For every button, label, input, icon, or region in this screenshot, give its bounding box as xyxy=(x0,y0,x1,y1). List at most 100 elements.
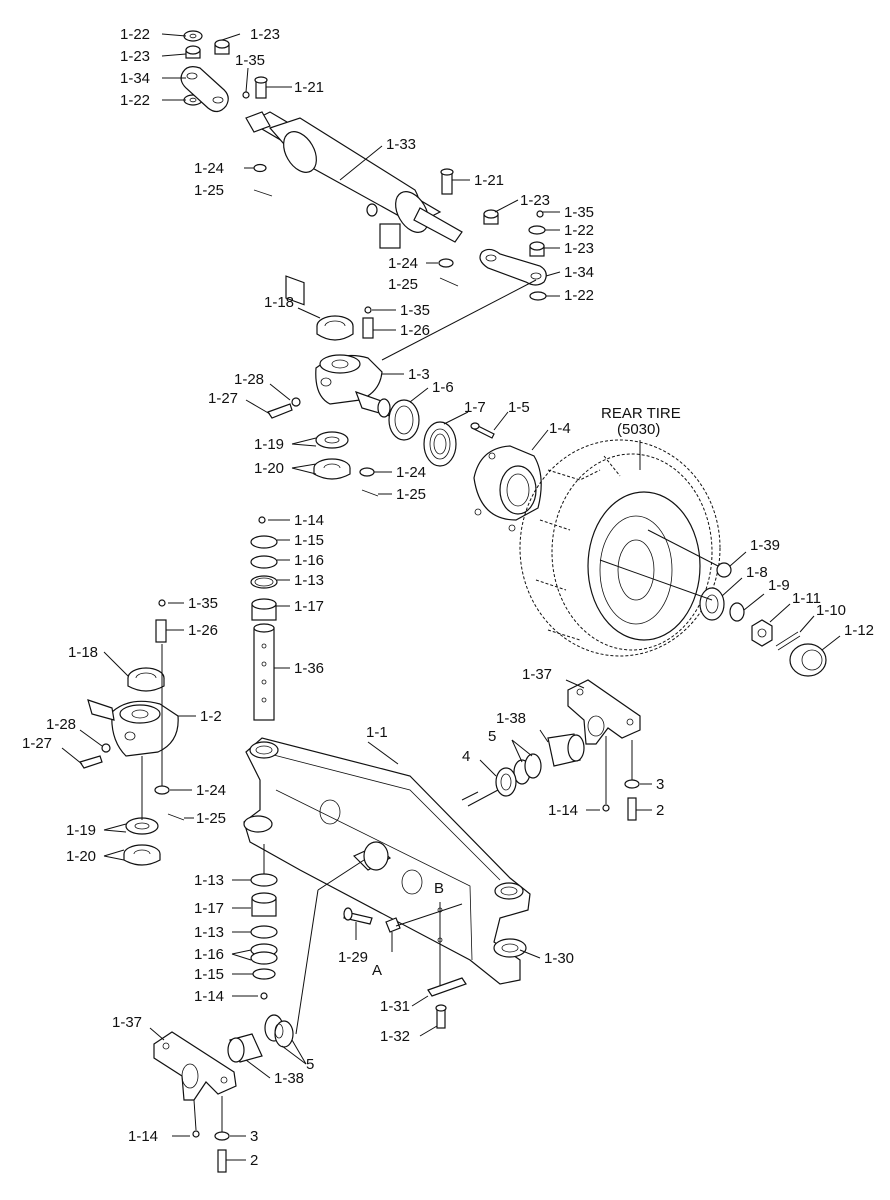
callout-1-29: 1-29 xyxy=(338,949,368,966)
callout-1-13: 1-13 xyxy=(194,924,224,941)
callout-1-28: 1-28 xyxy=(234,371,264,388)
right-knuckle-hub-group xyxy=(245,279,549,532)
castle-nut-part xyxy=(751,619,773,647)
washer-part xyxy=(729,602,745,622)
callout-1-33: 1-33 xyxy=(386,136,416,153)
callout-1-23: 1-23 xyxy=(120,48,150,65)
callout-1-18: 1-18 xyxy=(68,644,98,661)
callout-1-25: 1-25 xyxy=(194,182,224,199)
callout-1-8: 1-8 xyxy=(746,564,768,581)
callout-1-14: 1-14 xyxy=(294,512,324,529)
washer-part xyxy=(495,767,517,797)
rear-tire-part xyxy=(519,439,721,657)
axle-beam-group xyxy=(231,679,652,1037)
callout-1-34: 1-34 xyxy=(564,264,594,281)
wheel-rim-part xyxy=(587,491,701,641)
kingpin-part xyxy=(362,317,374,339)
callout-1-37: 1-37 xyxy=(112,1014,142,1031)
callout-1-31: 1-31 xyxy=(380,998,410,1015)
callout-1-21: 1-21 xyxy=(474,172,504,189)
callout-1-20: 1-20 xyxy=(254,460,284,477)
left-knuckle-group xyxy=(61,599,196,866)
callout-1-24: 1-24 xyxy=(196,782,226,799)
callout-1-14: 1-14 xyxy=(194,988,224,1005)
callout-1-23: 1-23 xyxy=(520,192,550,209)
callout-1-21: 1-21 xyxy=(294,79,324,96)
thrust-washer-part xyxy=(125,817,159,835)
cotter-pin-part xyxy=(775,631,801,651)
callout-1-25: 1-25 xyxy=(196,810,226,827)
tire-label-line1: REAR TIRE xyxy=(601,405,681,422)
stopper-plate-part xyxy=(427,977,467,997)
mounting-bracket-part xyxy=(567,679,641,745)
bearing-part xyxy=(423,421,457,467)
washer-part xyxy=(183,30,203,42)
tie-rod-arm-part xyxy=(479,248,547,286)
callout-1-5: 1-5 xyxy=(508,399,530,416)
callout-1-35: 1-35 xyxy=(400,302,430,319)
callout-5: 5 xyxy=(306,1056,314,1073)
callout-1-35: 1-35 xyxy=(235,52,265,69)
callout-1-27: 1-27 xyxy=(208,390,238,407)
callout-2: 2 xyxy=(250,1152,258,1169)
callout-1-1: 1-1 xyxy=(366,724,388,741)
callout-3: 3 xyxy=(656,776,664,793)
shim-part xyxy=(250,555,278,569)
callout-1-14: 1-14 xyxy=(128,1128,158,1145)
callout-1-23: 1-23 xyxy=(564,240,594,257)
oil-seal-part xyxy=(388,399,420,441)
callout-1-16: 1-16 xyxy=(294,552,324,569)
callout-A: 1-30 xyxy=(544,950,574,967)
callout-1-34: 1-34 xyxy=(120,70,150,87)
callout-1-38: 1-38 xyxy=(274,1070,304,1087)
callout-1-4: 1-4 xyxy=(549,420,571,437)
callout-1-32: 1-32 xyxy=(380,1028,410,1045)
kingpin-part xyxy=(155,619,167,643)
callout-5: 5 xyxy=(488,728,496,745)
bottom-bracket-group xyxy=(149,1014,307,1173)
snap-ring-part xyxy=(252,968,276,980)
callout-1-15: 1-15 xyxy=(194,966,224,983)
callout-1-36: 1-36 xyxy=(294,660,324,677)
callout-1-24: 1-24 xyxy=(388,255,418,272)
callout-1-28: 1-28 xyxy=(46,716,76,733)
callout-1-22: 1-22 xyxy=(564,287,594,304)
callout-1-13: 1-13 xyxy=(194,872,224,889)
callout-2: 2 xyxy=(656,802,664,819)
callout-1-6: 1-6 xyxy=(432,379,454,396)
callout-1-16: 1-16 xyxy=(194,946,224,963)
tie-rod-arm-part xyxy=(180,66,229,113)
callout-1-20: 1-20 xyxy=(66,848,96,865)
o-ring-part xyxy=(250,873,278,887)
callout-1-17: 1-17 xyxy=(194,900,224,917)
callout-1-26: 1-26 xyxy=(400,322,430,339)
callout-1-23: 1-23 xyxy=(250,26,280,43)
callout-1-35: 1-35 xyxy=(564,204,594,221)
callout-1-39: 1-39 xyxy=(750,537,780,554)
callout-1-15: 1-15 xyxy=(294,532,324,549)
thrust-washer-part xyxy=(315,431,349,449)
callout-1-19: 1-19 xyxy=(254,436,284,453)
callout-B: B xyxy=(434,880,444,897)
callout-1-24: 1-24 xyxy=(194,160,224,177)
callout-1-14: 1-14 xyxy=(548,802,578,819)
callout-1-10: 1-10 xyxy=(816,602,846,619)
callout-1-22: 1-22 xyxy=(120,92,150,109)
callout-3: 3 xyxy=(250,1128,258,1145)
callout-labels: 1-22 1-23 1-23 1-35 1-34 1-21 1-22 1-33 … xyxy=(22,26,874,1169)
callout-1-37: 1-37 xyxy=(522,666,552,683)
callout-1-9: 1-9 xyxy=(768,577,790,594)
callout-1-13: 1-13 xyxy=(294,572,324,589)
callout-1-17: 1-17 xyxy=(294,598,324,615)
hub-cap-part xyxy=(789,643,827,677)
steering-cylinder-group xyxy=(161,30,561,306)
callout-1-18: 1-18 xyxy=(264,294,294,311)
callout-1-2: 1-2 xyxy=(200,708,222,725)
callout-1-25: 1-25 xyxy=(396,486,426,503)
tire-label-line2: (5030) xyxy=(617,421,660,438)
callout-1-24: 1-24 xyxy=(396,464,426,481)
center-pin-stack-group xyxy=(250,516,290,721)
callout-1-3: 1-3 xyxy=(408,366,430,383)
